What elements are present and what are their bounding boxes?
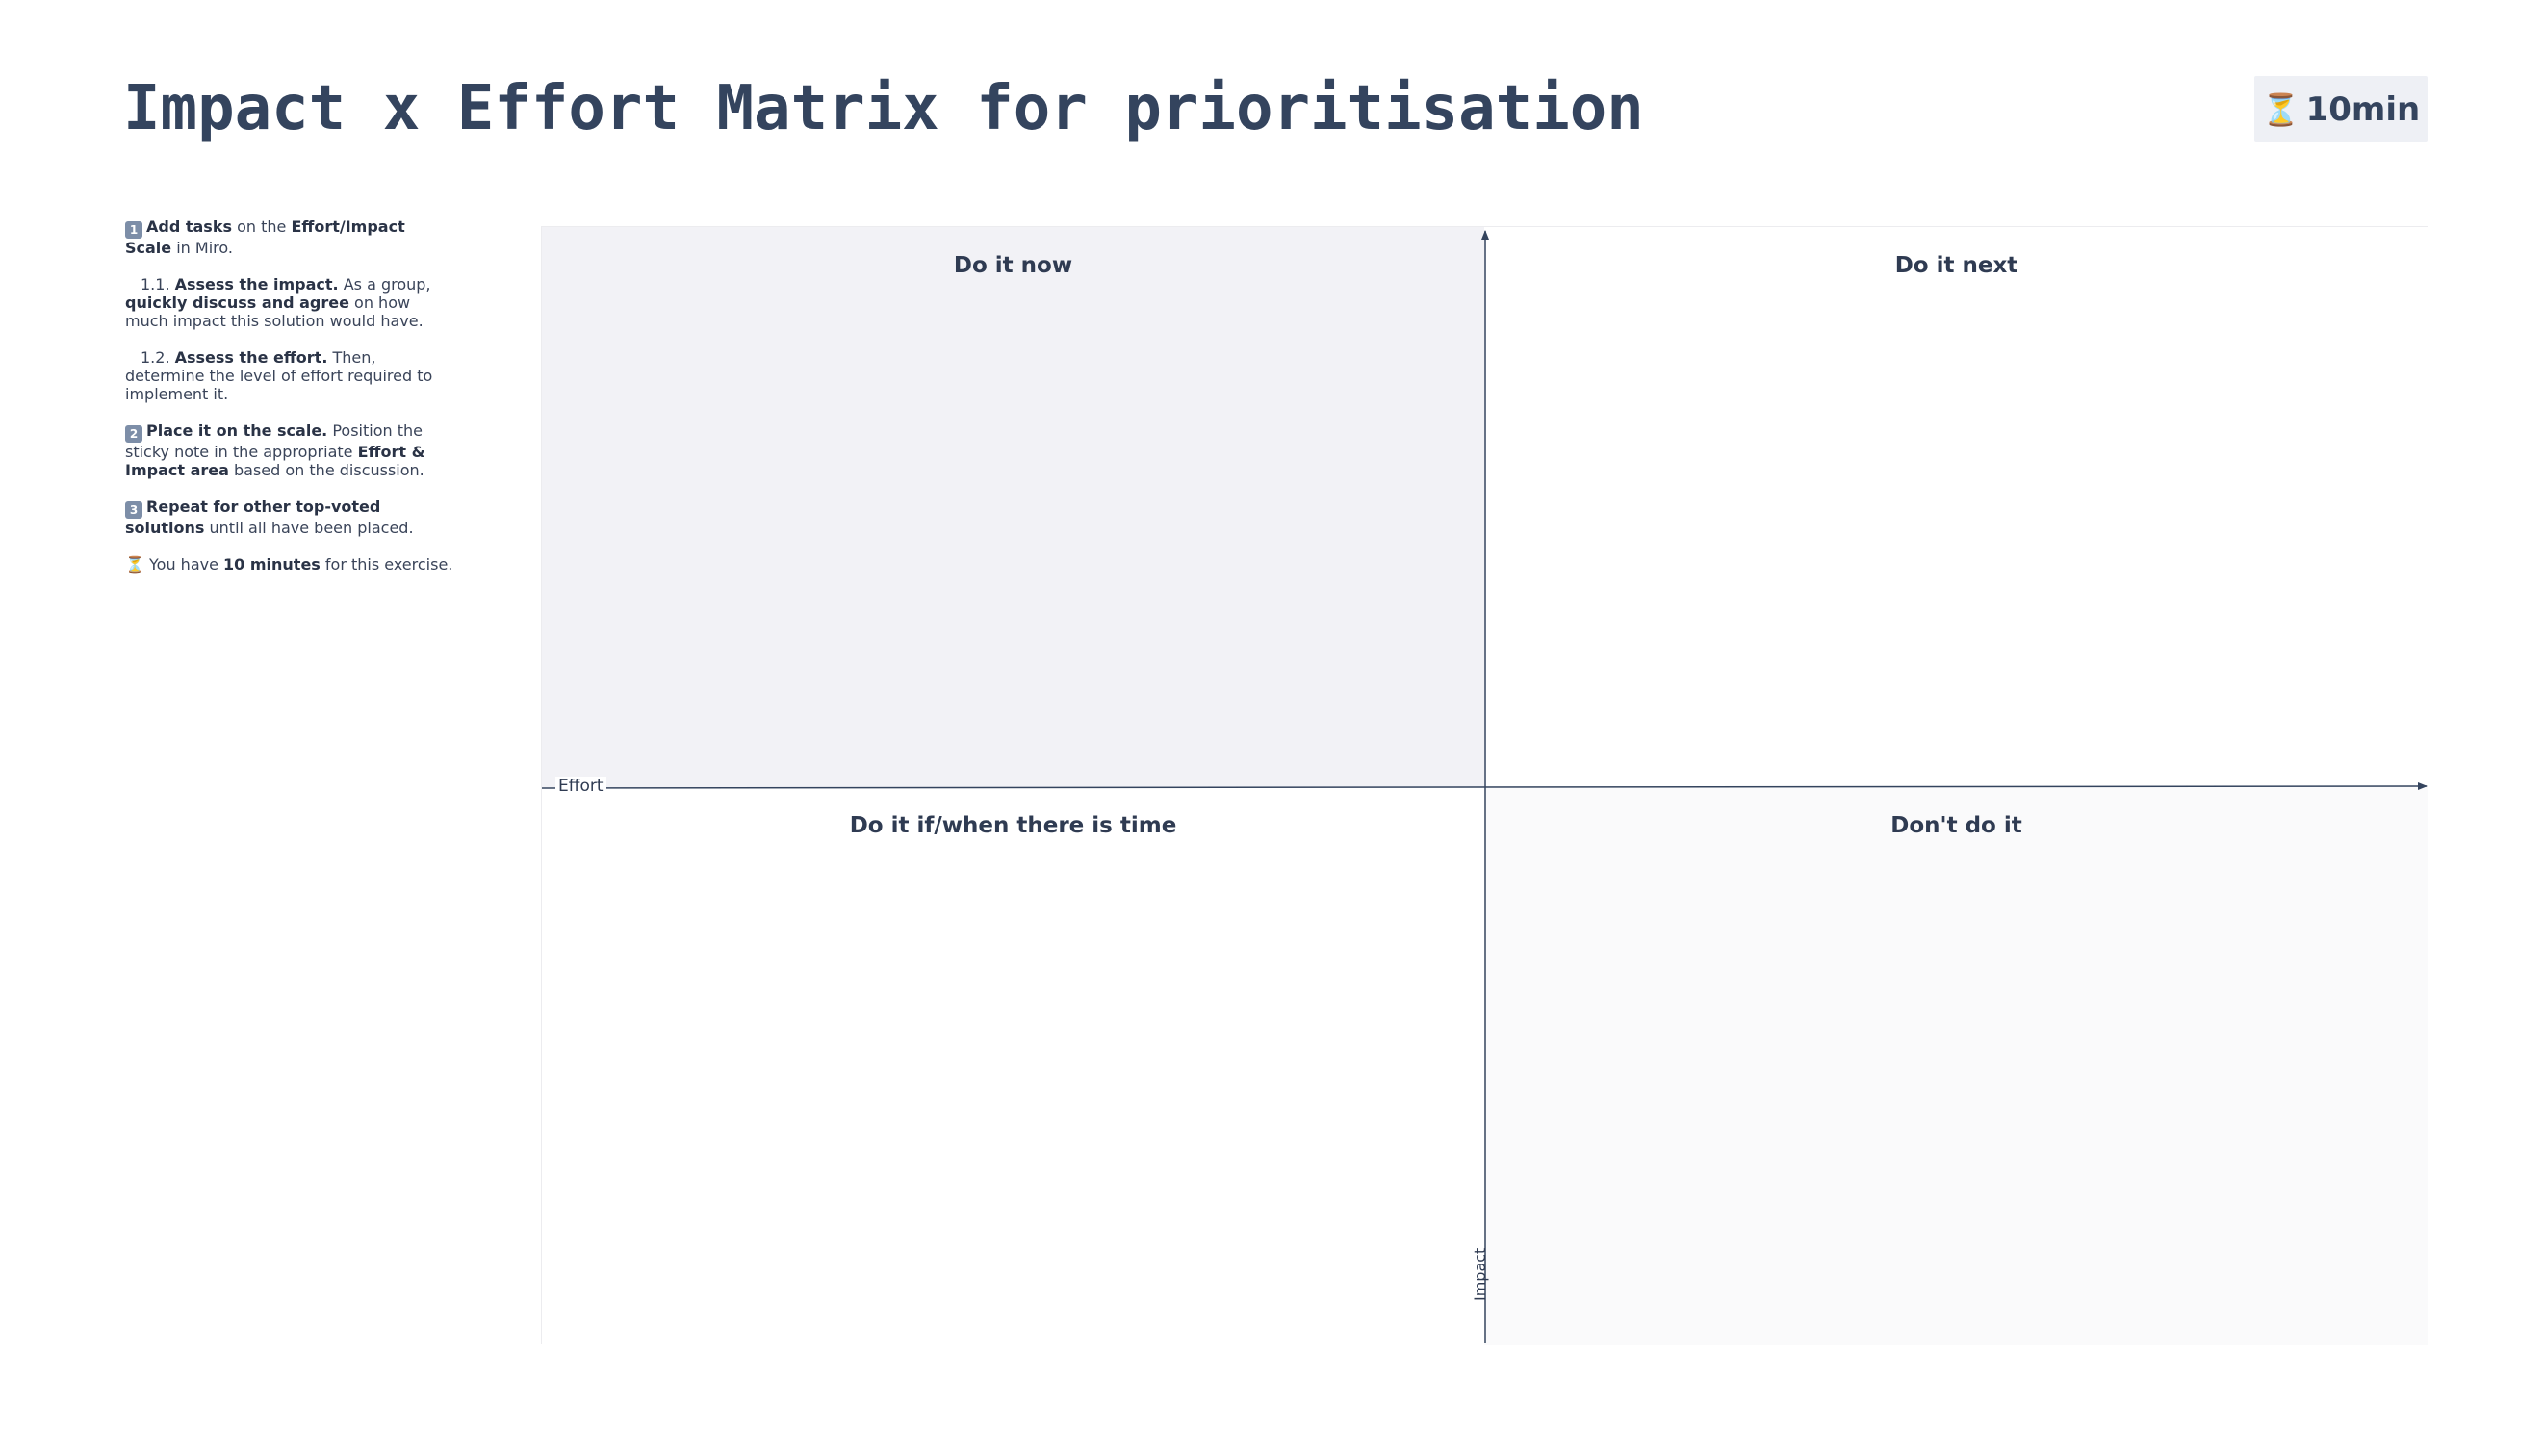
axes xyxy=(542,230,2428,1343)
instruction-time: ⏳ You have 10 minutes for this exercise. xyxy=(125,555,454,574)
keycap-two-icon: 2 xyxy=(125,425,142,443)
quadrant-dont-do-it[interactable]: Don't do it xyxy=(1484,787,2428,1345)
quadrant-do-it-next[interactable]: Do it next xyxy=(1484,227,2428,787)
instruction-text: You have xyxy=(143,555,224,574)
hourglass-icon: ⏳ xyxy=(2261,90,2300,128)
instruction-text: Then, determine the level of effort requ… xyxy=(125,348,433,403)
instruction-text: Position the sticky note in the appropri… xyxy=(125,421,423,461)
instruction-text: based on the discussion. xyxy=(228,461,424,479)
instruction-bold: quickly discuss and agree xyxy=(125,294,349,312)
instruction-bold: Add tasks xyxy=(146,217,232,236)
instruction-text: for this exercise. xyxy=(320,555,453,574)
quadrant-do-it-now[interactable]: Do it now xyxy=(542,227,1484,787)
effort-axis xyxy=(542,782,2428,791)
quadrant-label: Do it if/when there is time xyxy=(849,813,1177,838)
instruction-bold: Effort & Impact area xyxy=(125,443,425,479)
quadrant-label: Do it next xyxy=(1894,253,2018,278)
page-title: Impact x Effort Matrix for prioritisatio… xyxy=(123,73,1644,144)
instruction-bold: Assess the effort. xyxy=(174,348,328,367)
instruction-bold: Effort/Impact Scale xyxy=(125,217,405,257)
hourglass-icon: ⏳ xyxy=(125,555,144,574)
quadrant-label: Don't do it xyxy=(1890,813,2022,838)
instruction-bold: Place it on the scale. xyxy=(146,421,328,440)
instruction-text: on how much impact this solution would h… xyxy=(125,294,424,330)
instruction-text: in Miro. xyxy=(171,239,233,257)
instruction-bold: 10 minutes xyxy=(223,555,321,574)
instruction-bold: Assess the impact. xyxy=(174,275,339,294)
timer-badge: ⏳ 10min xyxy=(2254,76,2428,142)
timer-label: 10min xyxy=(2305,89,2421,129)
instruction-text: 1.1. xyxy=(141,275,175,294)
quadrant-do-it-when-time[interactable]: Do it if/when there is time xyxy=(542,787,1484,1345)
instruction-bold: Repeat for other top-voted solutions xyxy=(125,498,381,537)
instruction-text: As a group, xyxy=(338,275,431,294)
impact-axis-label: Impact xyxy=(1471,1247,1489,1301)
quadrant-label: Do it now xyxy=(953,253,1073,278)
effort-axis-label: Effort xyxy=(555,777,606,796)
instruction-step-1-2: 1.2. Assess the effort. Then, determine … xyxy=(125,348,454,403)
keycap-one-icon: 1 xyxy=(125,221,142,239)
instruction-step-1-1: 1.1. Assess the impact. As a group, quic… xyxy=(125,275,454,330)
instruction-text: 1.2. xyxy=(141,348,175,367)
keycap-three-icon: 3 xyxy=(125,501,142,519)
instruction-text: until all have been placed. xyxy=(204,519,414,537)
impact-effort-matrix[interactable]: Do it now Do it next Do it if/when there… xyxy=(541,226,2428,1345)
instruction-text: on the xyxy=(232,217,292,236)
